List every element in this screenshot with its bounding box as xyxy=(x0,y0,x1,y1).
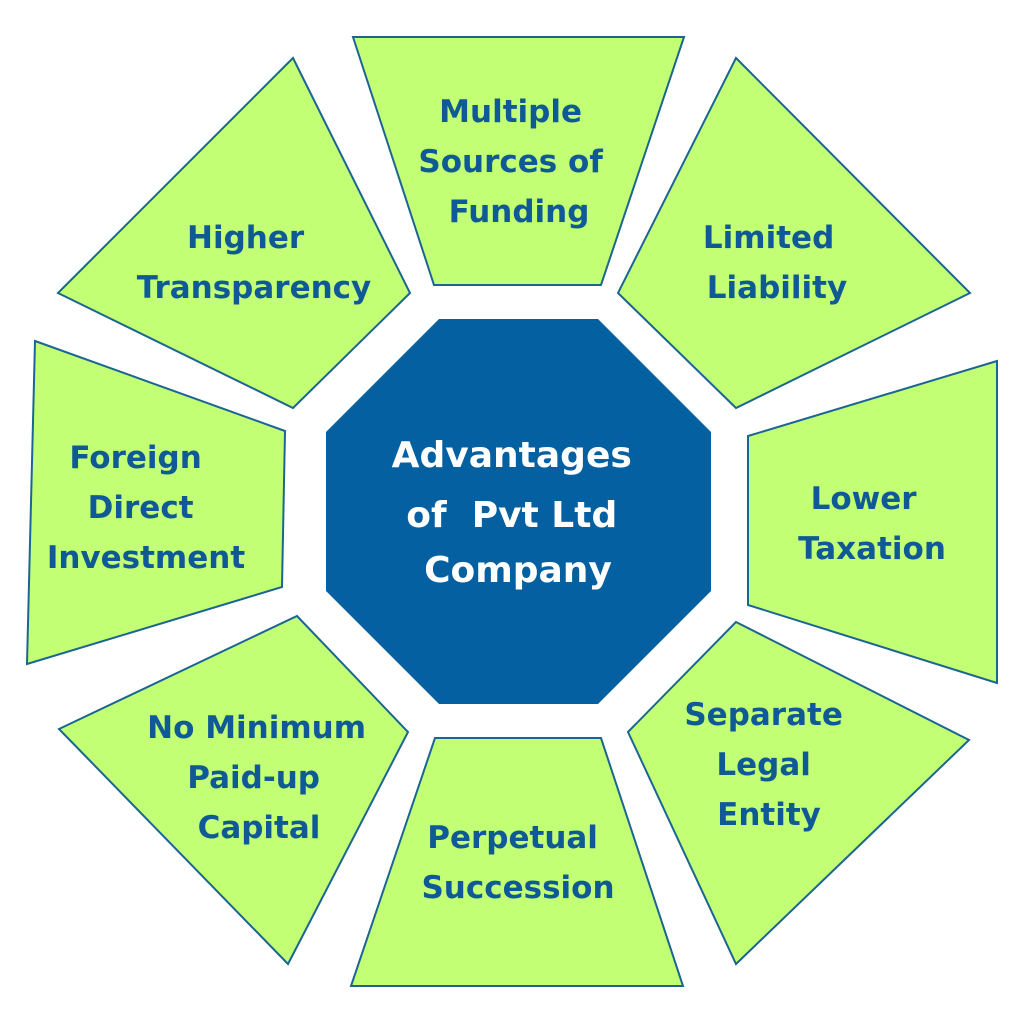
segment-label: Multiple Sources of Funding xyxy=(418,94,613,230)
segment-label-line: Foreign xyxy=(69,440,201,476)
segment-shape xyxy=(351,36,686,286)
segment-shape xyxy=(25,339,287,666)
segment-label-line: Perpetual xyxy=(427,820,598,856)
segment-shape xyxy=(57,614,410,966)
segment-label-line: Paid-up xyxy=(187,760,320,796)
segment-label-line: Limited xyxy=(703,220,834,256)
center-title: Advantages of Pvt Ltd Company xyxy=(392,435,645,591)
segment-label-line: Transparency xyxy=(137,270,372,306)
segment-foreign-direct-investment: Foreign Direct Investment xyxy=(25,339,287,666)
center-title-line: Advantages xyxy=(392,435,632,476)
segment-label-line: Entity xyxy=(717,797,821,833)
segment-no-minimum-paid-up-capital: No Minimum Paid-up Capital xyxy=(57,614,410,966)
segment-label-line: Investment xyxy=(47,540,246,576)
segment-multiple-sources-of-funding: Multiple Sources of Funding xyxy=(351,36,686,286)
segment-label-line: Succession xyxy=(421,870,614,906)
center-title-line: Company xyxy=(424,550,612,591)
segment-label-line: Lower xyxy=(811,481,918,517)
segment-shape xyxy=(349,737,685,987)
center-title-line: of Pvt Ltd xyxy=(406,495,617,536)
segment-label: Perpetual Succession xyxy=(421,820,614,906)
segment-shape xyxy=(747,359,998,685)
center-octagon-shape xyxy=(326,319,711,704)
segment-label-line: Multiple xyxy=(439,94,582,130)
segment-shape xyxy=(56,56,412,410)
segment-perpetual-succession: Perpetual Succession xyxy=(349,737,685,987)
segment-lower-taxation: Lower Taxation xyxy=(747,359,998,685)
segment-label-line: Legal xyxy=(716,747,811,783)
segment-label-line: No Minimum xyxy=(147,710,366,746)
segment-label-line: Direct xyxy=(88,490,194,526)
segment-shape xyxy=(626,620,971,966)
segment-label-line: Separate xyxy=(684,697,843,733)
segment-label: Separate Legal Entity xyxy=(684,697,853,833)
segment-label: Lower Taxation xyxy=(798,481,946,567)
segment-label-line: Capital xyxy=(198,810,321,846)
center-octagon: Advantages of Pvt Ltd Company xyxy=(326,319,711,704)
segment-limited-liability: Limited Liability xyxy=(616,56,972,410)
segment-label-line: Sources of xyxy=(418,144,603,180)
segment-separate-legal-entity: Separate Legal Entity xyxy=(626,620,971,966)
segment-label: No Minimum Paid-up Capital xyxy=(147,710,377,846)
segment-shape xyxy=(616,56,972,410)
segment-label-line: Higher xyxy=(187,220,305,256)
segment-label-line: Taxation xyxy=(798,531,946,567)
segment-label-line: Funding xyxy=(449,194,590,230)
segment-label: Limited Liability xyxy=(703,220,847,306)
segment-higher-transparency: Higher Transparency xyxy=(56,56,412,410)
segment-label: Higher Transparency xyxy=(137,220,372,306)
segment-label-line: Liability xyxy=(707,270,847,306)
segment-label: Foreign Direct Investment xyxy=(47,440,246,576)
